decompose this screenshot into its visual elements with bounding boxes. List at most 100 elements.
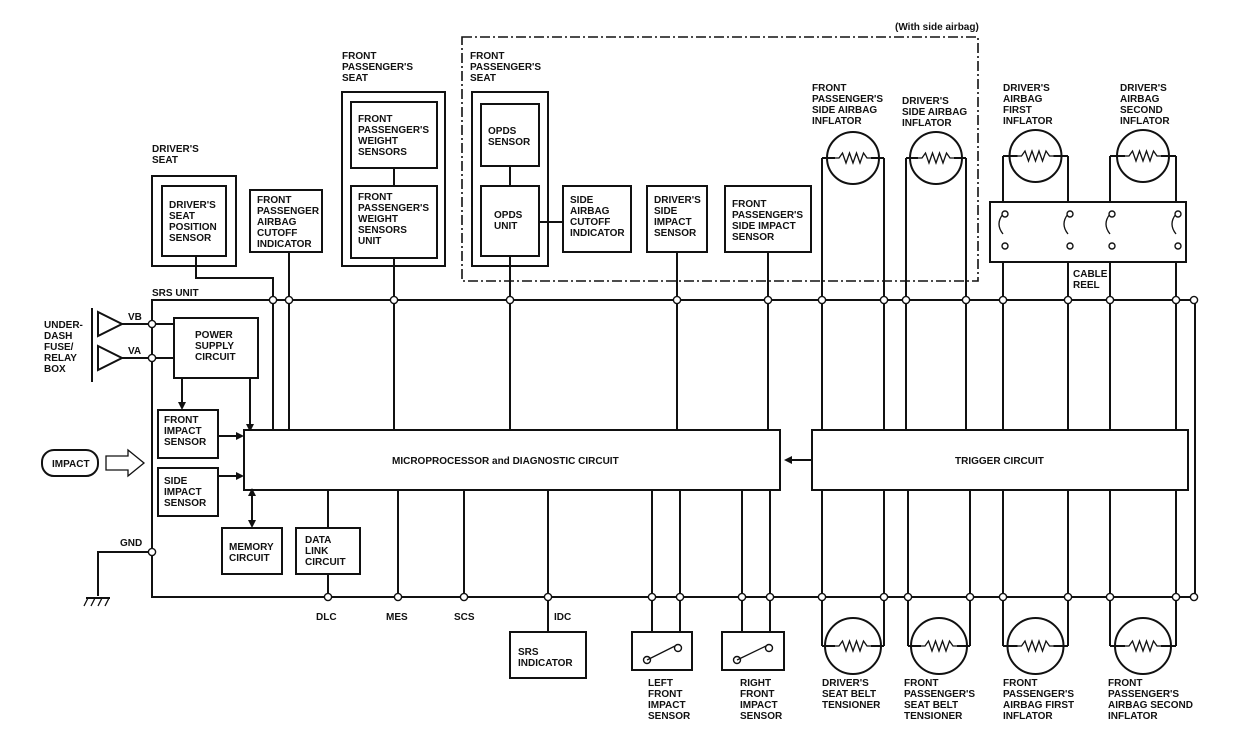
vb-diode-icon [97, 310, 125, 338]
connector-dot [1171, 295, 1181, 305]
connector-dot [1171, 592, 1181, 602]
side-impact-sensor [157, 467, 219, 517]
left-front-impact-sensor [631, 631, 693, 671]
connector-dot [879, 592, 889, 602]
gnd-label: GND [120, 538, 142, 549]
microprocessor-label: MICROPROCESSOR and DIAGNOSTIC CIRCUIT [392, 456, 619, 467]
connector-dot [284, 295, 294, 305]
srs-indicator [509, 631, 587, 679]
cable-reel-contacts [998, 210, 1182, 250]
connector-dot [998, 295, 1008, 305]
reel-contact-dot [1066, 210, 1074, 218]
connector-dot [147, 319, 157, 329]
connector-dot [543, 592, 553, 602]
connector-dot [1063, 295, 1073, 305]
connector-dot [817, 295, 827, 305]
dlc-label: DLC [316, 612, 337, 623]
connector-dot [879, 295, 889, 305]
connector-dots [147, 295, 1199, 602]
reel-contact-dot [1001, 210, 1009, 218]
connector-dot [389, 295, 399, 305]
drivers-seat-position-sensor [161, 185, 227, 257]
connector-dot [675, 592, 685, 602]
connector-dot [737, 592, 747, 602]
scs-label: SCS [454, 612, 475, 623]
connector-dot [817, 592, 827, 602]
connector-dot [1189, 295, 1199, 305]
connector-dot [393, 592, 403, 602]
impact-label: IMPACT [52, 459, 90, 470]
connector-dot [268, 295, 278, 305]
cable-reel [989, 201, 1187, 263]
gnd-wire [97, 551, 152, 596]
reel-contact-dot [1108, 210, 1116, 218]
connector-dot [459, 592, 469, 602]
connector-dot [765, 592, 775, 602]
connector-dot [323, 592, 333, 602]
reel-contact-dot [1174, 210, 1182, 218]
connector-dot [647, 592, 657, 602]
bottom-inflators [821, 490, 1177, 675]
power-supply-circuit [173, 317, 259, 379]
right-front-impact-sensor [721, 631, 785, 671]
mes-label: MES [386, 612, 408, 623]
connector-dot [505, 295, 515, 305]
connector-dot [965, 592, 975, 602]
side-airbag-cutoff-indicator [562, 185, 632, 253]
vb-label: VB [128, 312, 142, 323]
microprocessor-diagnostic-circuit [243, 429, 781, 491]
srs-unit-label: SRS UNIT [152, 288, 199, 299]
reel-contact-dot [1066, 242, 1074, 250]
connector-dot [1063, 592, 1073, 602]
trigger-label: TRIGGER CIRCUIT [955, 456, 1044, 467]
switch-icon [646, 645, 676, 661]
side-airbag-region [461, 36, 979, 282]
memory-circuit [221, 527, 283, 575]
switch-icon [736, 645, 767, 661]
va-label: VA [128, 346, 141, 357]
data-link-circuit [295, 527, 361, 575]
connector-dot [903, 592, 913, 602]
connector-dot [1105, 592, 1115, 602]
reel-contact-dot [1108, 242, 1116, 250]
resistor-icon [1017, 149, 1054, 163]
resistor-icon [1125, 639, 1161, 653]
reel-contact-dot [1001, 242, 1009, 250]
with-side-airbag-note: (With side airbag) [895, 22, 979, 33]
connector-dot [763, 295, 773, 305]
top-inflators [821, 129, 1177, 430]
connector-dot [1105, 295, 1115, 305]
resistor-icon [1125, 149, 1161, 163]
opds-unit [480, 185, 540, 257]
fp-airbag-cutoff-indicator [249, 189, 323, 253]
resistor-icon [921, 639, 957, 653]
connector-dot [961, 295, 971, 305]
